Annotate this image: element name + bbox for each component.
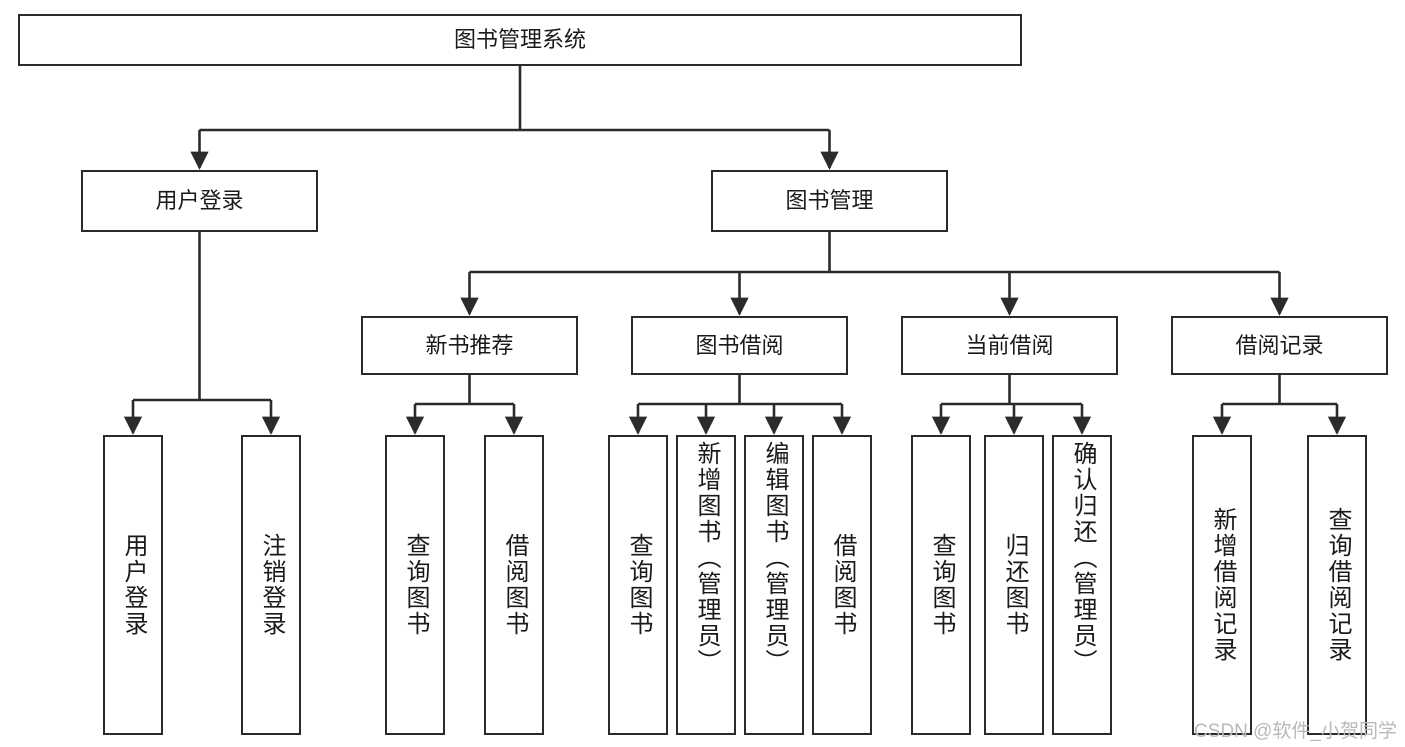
node-leaf-query-book-rec[interactable]: 查询图书 [385,435,445,735]
node-label: 归还图书 [1001,533,1028,637]
node-label: 注销登录 [258,533,285,637]
node-leaf-edit-book[interactable]: 编辑图书（管理员） [744,435,804,735]
node-label: 图书管理系统 [453,27,586,53]
node-label: 查询图书 [402,533,429,637]
node-label: 图书管理 [785,188,874,214]
node-leaf-confirm-return[interactable]: 确认归还（管理员） [1052,435,1112,735]
node-leaf-query-book-borrow[interactable]: 查询图书 [608,435,668,735]
node-label: 图书借阅 [695,332,784,358]
node-label: 借阅图书 [501,533,528,637]
node-user-login[interactable]: 用户登录 [81,170,318,232]
node-label: 查询图书 [928,533,955,637]
node-borrow-record[interactable]: 借阅记录 [1171,316,1388,375]
node-new-book-rec[interactable]: 新书推荐 [361,316,578,375]
node-leaf-logout[interactable]: 注销登录 [241,435,301,735]
node-label: 借阅记录 [1235,332,1324,358]
node-leaf-return-book[interactable]: 归还图书 [984,435,1044,735]
node-label: 用户登录 [155,188,244,214]
node-leaf-add-record[interactable]: 新增借阅记录 [1192,435,1252,735]
node-leaf-user-login[interactable]: 用户登录 [103,435,163,735]
node-leaf-add-book[interactable]: 新增图书（管理员） [676,435,736,735]
node-leaf-query-book-cur[interactable]: 查询图书 [911,435,971,735]
node-label: 借阅图书 [829,533,856,637]
node-leaf-query-record[interactable]: 查询借阅记录 [1307,435,1367,735]
node-label: 确认归还（管理员） [1069,441,1096,675]
node-leaf-borrow-book[interactable]: 借阅图书 [812,435,872,735]
node-book-manage[interactable]: 图书管理 [711,170,948,232]
node-root[interactable]: 图书管理系统 [18,14,1022,66]
node-label: 新书推荐 [425,332,514,358]
node-label: 用户登录 [120,533,147,637]
node-book-borrow[interactable]: 图书借阅 [631,316,848,375]
node-label: 查询图书 [625,533,652,637]
node-label: 当前借阅 [965,332,1054,358]
node-leaf-borrow-book-rec[interactable]: 借阅图书 [484,435,544,735]
node-label: 新增图书（管理员） [693,441,720,675]
node-label: 新增借阅记录 [1209,507,1236,663]
node-current-borrow[interactable]: 当前借阅 [901,316,1118,375]
node-label: 编辑图书（管理员） [761,441,788,675]
node-label: 查询借阅记录 [1324,507,1351,663]
